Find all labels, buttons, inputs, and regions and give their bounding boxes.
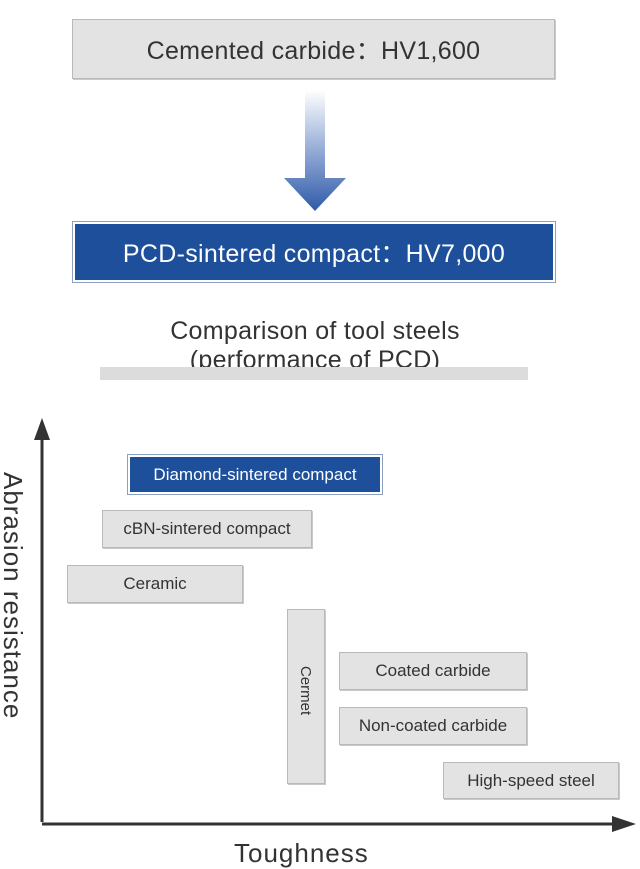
pcd-compact-label: PCD-sintered compact：HV7,000	[122, 240, 506, 268]
high-speed-steel-box: High-speed steel	[443, 762, 619, 799]
high-speed-steel-label: High-speed steel	[467, 770, 595, 790]
diamond-sintered-box: Diamond-sintered compact	[127, 454, 383, 495]
non-coated-carbide-label: Non-coated carbide	[358, 716, 508, 735]
ceramic-label: Ceramic	[123, 574, 187, 593]
y-axis-label: Abrasion resistance	[0, 472, 28, 720]
cemented-carbide-box: Cemented carbide：HV1,600	[72, 19, 555, 79]
coated-carbide-label: Coated carbide	[375, 661, 491, 680]
cemented-carbide-label: Cemented carbide：HV1,600	[146, 37, 481, 65]
cbn-sintered-label: cBN-sintered compact	[123, 519, 291, 538]
cermet-box: Cermet	[287, 609, 325, 784]
down-arrow-icon	[284, 90, 346, 211]
cbn-sintered-box: cBN-sintered compact	[102, 510, 312, 548]
ceramic-box: Ceramic	[67, 565, 243, 603]
x-axis-arrowhead-icon	[612, 816, 636, 832]
diamond-sintered-label: Diamond-sintered compact	[153, 464, 357, 484]
cermet-label: Cermet	[297, 666, 314, 716]
x-axis-label: Toughness	[234, 838, 369, 868]
pcd-compact-box: PCD-sintered compact：HV7,000	[72, 221, 556, 283]
caption-underline	[100, 367, 528, 380]
non-coated-carbide-box: Non-coated carbide	[339, 707, 527, 745]
caption-line-1: Comparison of tool steels	[170, 317, 460, 345]
coated-carbide-box: Coated carbide	[339, 652, 527, 690]
y-axis-arrowhead-icon	[34, 418, 50, 440]
